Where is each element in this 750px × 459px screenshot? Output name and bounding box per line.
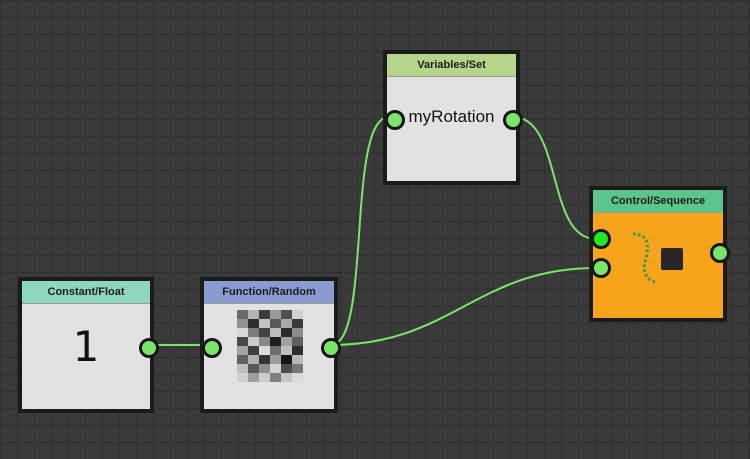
control-sequence-input-port-2[interactable] bbox=[591, 258, 611, 278]
constant-float-body: 1 bbox=[22, 304, 150, 410]
function-random-body bbox=[204, 304, 334, 410]
constant-float-value[interactable]: 1 bbox=[72, 322, 100, 371]
constant-float-header[interactable]: Constant/Float bbox=[22, 281, 150, 304]
wire-random-to-set bbox=[330, 116, 390, 346]
function-random-input-port[interactable] bbox=[202, 338, 222, 358]
variables-set-body: myRotation bbox=[387, 77, 516, 182]
control-sequence-input-port-1[interactable] bbox=[591, 229, 611, 249]
function-random-output-port[interactable] bbox=[321, 338, 341, 358]
function-random-node[interactable]: Function/Random bbox=[200, 277, 341, 413]
sequence-icon bbox=[631, 230, 687, 286]
control-sequence-body bbox=[593, 213, 723, 319]
constant-float-output-port[interactable] bbox=[139, 338, 159, 358]
control-sequence-header[interactable]: Control/Sequence bbox=[593, 190, 723, 213]
variables-set-output-port[interactable] bbox=[503, 110, 523, 130]
function-random-header[interactable]: Function/Random bbox=[204, 281, 334, 304]
variables-set-variable-name[interactable]: myRotation bbox=[408, 107, 495, 126]
wire-random-to-sequence bbox=[330, 267, 597, 346]
control-sequence-output-port[interactable] bbox=[710, 243, 730, 263]
variables-set-header[interactable]: Variables/Set bbox=[387, 54, 516, 77]
variables-set-input-port[interactable] bbox=[385, 110, 405, 130]
control-sequence-node[interactable]: Control/Sequence bbox=[589, 186, 730, 322]
wire-set-to-sequence bbox=[512, 116, 597, 240]
variables-set-node[interactable]: Variables/Set myRotation bbox=[383, 50, 523, 185]
noise-texture-icon bbox=[237, 310, 303, 382]
constant-float-node[interactable]: Constant/Float 1 bbox=[18, 277, 159, 413]
